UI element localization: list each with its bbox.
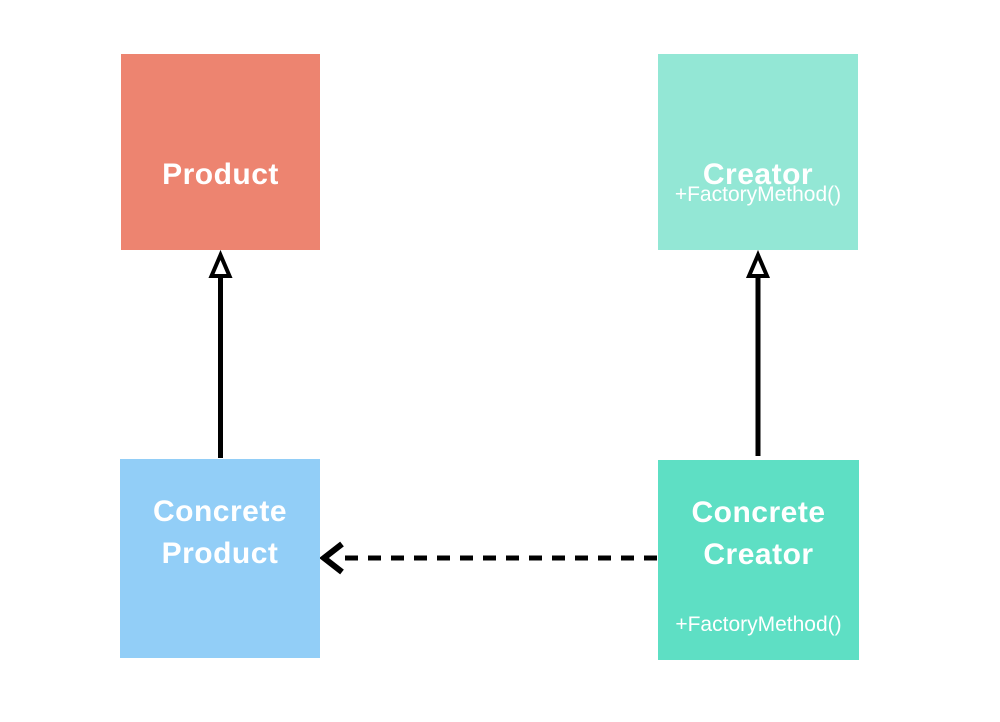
label-line-2: Creator (703, 538, 814, 571)
label-line-2: Product (161, 537, 279, 570)
node-creator-method: +FactoryMethod() (674, 183, 842, 206)
edge-concrete-creator-to-creator (745, 249, 771, 456)
node-concrete-product-label: Concrete Product (120, 491, 320, 575)
node-product-label: Product (162, 158, 279, 191)
label-line-1: Concrete (152, 495, 288, 528)
hollow-triangle-arrowhead-icon (745, 249, 771, 278)
node-concrete-creator-method: +FactoryMethod() (675, 613, 842, 636)
node-creator[interactable]: Creator +FactoryMethod() (658, 54, 858, 250)
node-product[interactable]: Product (121, 54, 320, 250)
node-concrete-creator-label: Concrete Creator (658, 492, 859, 576)
edge-concrete-creator-to-concrete-product (319, 541, 657, 575)
label-line-1: Concrete (691, 496, 826, 529)
edge-concrete-product-to-product (208, 249, 233, 458)
node-concrete-product[interactable]: Concrete Product (120, 459, 320, 658)
node-concrete-creator[interactable]: Concrete Creator +FactoryMethod() (658, 460, 859, 660)
node-creator-label: Creator (702, 158, 814, 191)
hollow-triangle-arrowhead-icon (208, 249, 233, 278)
open-v-arrowhead-icon (319, 541, 344, 575)
